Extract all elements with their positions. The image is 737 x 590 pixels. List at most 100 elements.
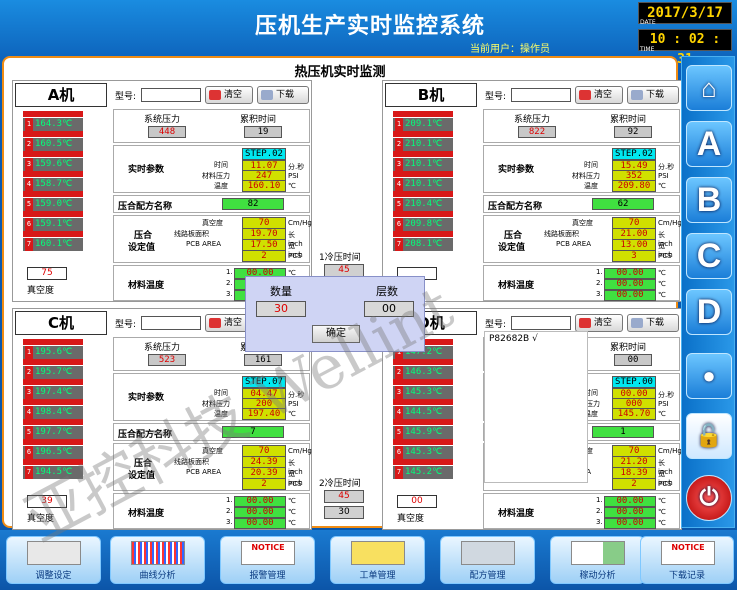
settings-icon xyxy=(27,541,81,565)
clear-button[interactable]: 清空 xyxy=(575,314,623,332)
realtime-row: 实时参数 STEP.07 时间 04.47 分.秒 材料压力 200 PSI 温… xyxy=(113,373,310,421)
rt-temp: 209.80 xyxy=(612,180,656,192)
layer-value[interactable]: 00 xyxy=(364,301,414,317)
temp-bar xyxy=(393,191,453,197)
sys-pressure-value: 448 xyxy=(148,126,186,138)
recipe-row: 压合配方名称 82 xyxy=(113,195,310,213)
temp-bar xyxy=(393,131,453,137)
main-title: 热压机实时监测 xyxy=(294,65,386,80)
vacuum-value: 75 xyxy=(27,267,67,280)
type-input[interactable] xyxy=(511,88,571,102)
clear-button[interactable]: 清空 xyxy=(575,86,623,104)
machine-a-button[interactable]: A xyxy=(686,121,732,167)
unlock-icon[interactable]: 🔓 xyxy=(686,413,732,459)
rt-temp: 145.70 xyxy=(612,408,656,420)
set-length: 24.39 xyxy=(242,456,286,468)
nav-recipe-management[interactable]: 配方管理 xyxy=(440,536,535,584)
power-icon[interactable]: ⏻ xyxy=(686,475,732,521)
download-button[interactable]: 下载 xyxy=(627,314,679,332)
param-grid: 系统压力 累积时间 448 19 实时参数 STEP.02 时间 11.07 分… xyxy=(113,83,312,301)
temp-bar xyxy=(393,439,453,445)
qty-value[interactable]: 30 xyxy=(256,301,306,317)
realtime-row: 实时参数 STEP.02 时间 15.49 分.秒 材料压力 352 PSI 温… xyxy=(483,145,680,193)
download-icon xyxy=(631,318,643,328)
home-icon[interactable]: ⌂ xyxy=(686,65,732,111)
clear-button[interactable]: 清空 xyxy=(205,86,253,104)
temp-bar xyxy=(393,151,453,157)
type-label: 型号: xyxy=(485,320,507,330)
vacuum-label: 真空度 xyxy=(27,514,55,524)
nav-utilization-analysis[interactable]: 稼动分析 xyxy=(550,536,645,584)
pressure-row: 系统压力 累积时间 448 19 xyxy=(113,109,310,143)
nav-curve-analysis[interactable]: 曲线分析 xyxy=(110,536,205,584)
recipe-icon xyxy=(461,541,515,565)
barcode-popup: P82682B √ xyxy=(484,331,588,483)
download-button[interactable]: 下载 xyxy=(627,86,679,104)
temp-bar xyxy=(23,131,83,137)
machine-name: B机 xyxy=(385,83,477,107)
type-input[interactable] xyxy=(511,316,571,330)
material-temp-3: 00.00 xyxy=(604,518,656,529)
realtime-row: 实时参数 STEP.02 时间 11.07 分.秒 材料压力 247 PSI 温… xyxy=(113,145,310,193)
clear-button[interactable]: 清空 xyxy=(205,314,253,332)
temp-bar xyxy=(393,379,453,385)
temp-bar xyxy=(23,231,83,237)
material-temp-1: 00.00 xyxy=(604,268,656,279)
pressure-row: 系统压力 累积时间 822 92 xyxy=(483,109,680,143)
cool2-label: 2冷压时间 xyxy=(319,479,361,489)
nav-work-order[interactable]: 工单管理 xyxy=(330,536,425,584)
temp-bar xyxy=(23,379,83,385)
machine-d-button[interactable]: D xyxy=(686,289,732,335)
step-value: STEP.02 xyxy=(612,148,656,160)
set-pcs: 2 xyxy=(242,250,286,262)
machine-b-button[interactable]: B xyxy=(686,177,732,223)
time-label: TIME xyxy=(640,46,655,53)
step-value: STEP.02 xyxy=(242,148,286,160)
recipe-value: 7 xyxy=(222,426,284,438)
bubbles-icon[interactable]: ● xyxy=(686,353,732,399)
sidebar: ⌂ A B C D ● 🔓 ⏻ xyxy=(681,56,735,528)
recipe-row: 压合配方名称 62 xyxy=(483,195,680,213)
material-temp-3: 00.00 xyxy=(234,518,286,529)
vacuum-label: 真空度 xyxy=(397,514,425,524)
temp-bar xyxy=(23,359,83,365)
set-pcs: 3 xyxy=(612,250,656,262)
app-title: 压机生产实时监控系统 xyxy=(255,14,486,39)
temp-bar xyxy=(393,459,453,465)
machine-c-button[interactable]: C xyxy=(686,233,732,279)
acc-time-value: 00 xyxy=(614,354,652,366)
current-user: 当前用户：操作员 xyxy=(470,44,550,55)
type-input[interactable] xyxy=(141,88,201,102)
set-pcs: 2 xyxy=(612,478,656,490)
download-icon xyxy=(261,90,273,100)
time-display: 10 : 02 : 31 xyxy=(638,29,732,67)
nav-adjust-settings[interactable]: 调整设定 xyxy=(6,536,101,584)
date-display: 2017/3/17 xyxy=(638,2,732,24)
type-input[interactable] xyxy=(141,316,201,330)
eraser-icon xyxy=(209,318,221,328)
download-button[interactable]: 下载 xyxy=(257,86,309,104)
step-value: STEP.07 xyxy=(242,376,286,388)
sys-pressure-value: 523 xyxy=(148,354,186,366)
setpoint-row: 压合 设定值 真空度 70 Cm/Hg 线路板面积 24.39 长 inch P… xyxy=(113,443,312,491)
ok-button[interactable]: 确定 xyxy=(312,325,360,343)
temp-bar xyxy=(23,171,83,177)
date-label: DATE xyxy=(640,19,656,26)
